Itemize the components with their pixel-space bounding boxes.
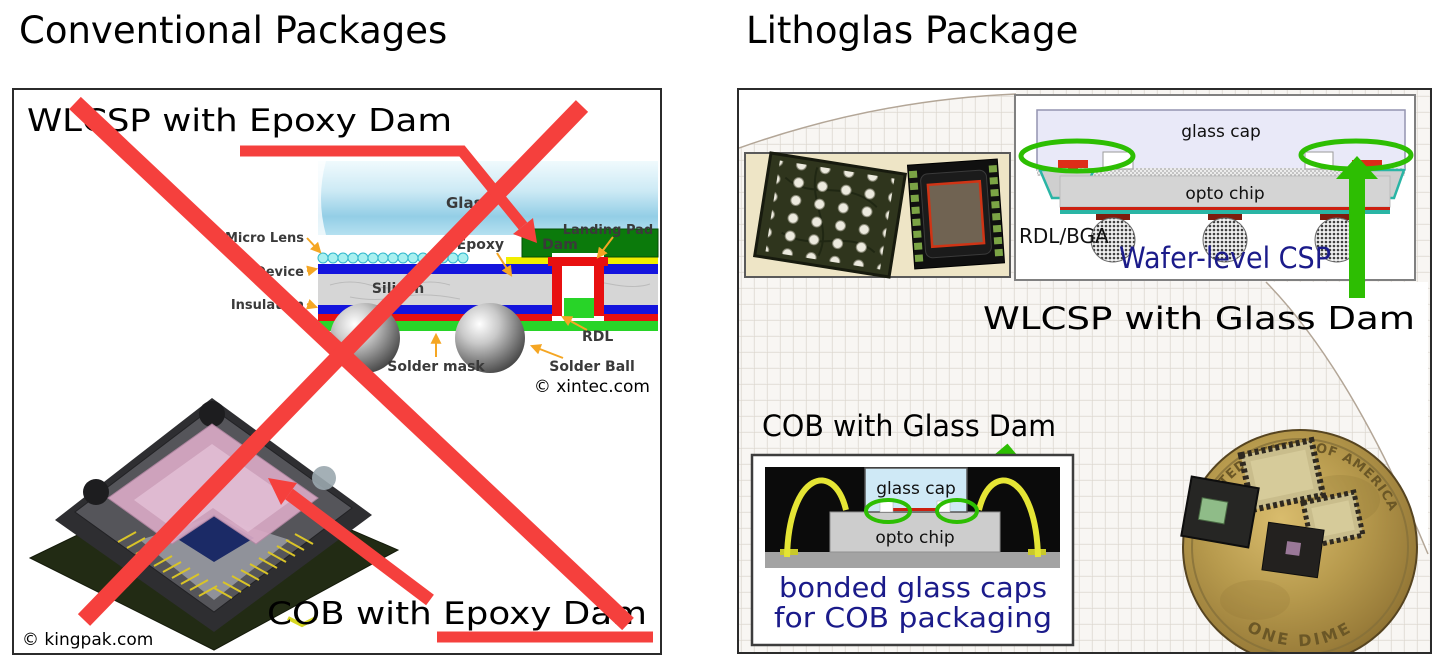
cob-glass-heading: COB with Glass Dam — [762, 409, 1056, 443]
rdl-label: RDL — [582, 329, 613, 345]
cob-epoxy-heading: COB with Epoxy Dam — [267, 596, 647, 632]
cob-arrow-shaft — [285, 488, 434, 606]
wlcsp-glass-heading: WLCSP with Glass Dam — [983, 301, 1415, 337]
chip-on-coin-green-window — [1180, 475, 1260, 549]
opto-chip-layer — [1059, 175, 1391, 208]
glass-cap-label: glass cap — [1181, 122, 1261, 142]
bond-layer — [1037, 168, 1405, 176]
sensor-side-chip-photo — [906, 158, 1006, 270]
lithoglas-figure: glass cap opto chip RDL/BGA Wafer-level … — [739, 90, 1430, 652]
rdl-line — [1060, 207, 1390, 210]
rdl-leader — [561, 315, 588, 331]
solder-ball — [455, 303, 525, 373]
chip-on-coin-purple-window — [1261, 521, 1325, 579]
substrate-bar — [765, 552, 1060, 568]
highlight-ellipse — [864, 498, 912, 524]
corner-hole — [83, 479, 109, 505]
bond-wire — [784, 477, 849, 558]
device-layer — [318, 264, 658, 274]
opto-chip-label: opto chip — [1185, 184, 1264, 204]
cob-caption-line1: bonded glass caps — [779, 571, 1047, 604]
epoxy-leader — [496, 252, 513, 277]
ball-pad — [1096, 214, 1130, 220]
insulation-layer-left — [318, 305, 552, 314]
insulation-layer-right — [604, 305, 658, 314]
wafer-edge-topleft — [739, 90, 1016, 148]
dam-pad — [1058, 160, 1088, 168]
cross-stroke — [69, 96, 634, 631]
glass-left-edge — [313, 161, 326, 235]
ball-pad — [1208, 214, 1242, 220]
coin-shading — [1220, 580, 1290, 620]
passivation-line — [1060, 210, 1390, 214]
pcb-mark — [287, 616, 317, 628]
wafer-edge-line — [739, 93, 1017, 149]
cob-glass-dam-diagram: glass cap opto chip bonded glass caps fo… — [750, 453, 1075, 647]
rdl-via — [548, 253, 608, 318]
chip-photos — [744, 151, 1011, 279]
dam-label: Dam — [542, 237, 578, 253]
bond-wire — [976, 477, 1041, 558]
opto-chip-label: opto chip — [875, 528, 954, 548]
bga-ball — [1202, 217, 1248, 263]
rdl-layer-left — [318, 314, 552, 321]
solder-mask-label: Solder mask — [387, 359, 485, 375]
wafer-level-csp-caption: Wafer-level CSP — [1119, 241, 1331, 275]
chip-on-coin-topside — [1237, 436, 1327, 514]
wafer-edge-right — [1266, 282, 1428, 554]
highlight-ellipse — [1018, 138, 1136, 174]
micro-lens-label: Micro Lens — [225, 231, 304, 246]
insulation-leader — [305, 298, 319, 310]
coin-rim — [1191, 438, 1409, 652]
cavity-notch — [879, 500, 894, 513]
solder-ball-leader — [529, 344, 564, 359]
bga-ball — [1090, 217, 1136, 263]
wlcsp-cross-section-diagram: Glass Micro Lens Device Insulation Silic… — [225, 161, 659, 397]
silicon-layer — [318, 274, 658, 305]
dime-coin-photo: UNITED STATES OF AMERICA ONE DIME — [1180, 429, 1418, 652]
rdl-layer-right — [604, 314, 658, 321]
conventional-packages-figure: Glass Micro Lens Device Insulation Silic… — [22, 96, 659, 651]
lithoglas-panel: glass cap opto chip RDL/BGA Wafer-level … — [737, 88, 1432, 654]
conventional-packages-panel: Glass Micro Lens Device Insulation Silic… — [12, 88, 662, 655]
arrowhead — [268, 478, 297, 505]
red-cross-overlay — [69, 96, 653, 643]
corner-standoff — [312, 466, 336, 490]
left-panel-title: Conventional Packages — [19, 9, 448, 52]
landing-pad-leader — [596, 236, 614, 259]
xintec-credit: © xintec.com — [534, 377, 650, 397]
wlcsp-glass-dam-diagram: glass cap opto chip RDL/BGA Wafer-level … — [1014, 94, 1416, 281]
bga-side-chip-photo — [752, 151, 908, 279]
highlight-ellipse — [935, 498, 979, 524]
kingpak-credit: © kingpak.com — [22, 630, 153, 650]
micro-lens-leader — [306, 237, 322, 254]
rdl-bga-label: RDL/BGA — [1019, 224, 1109, 248]
ball-pad — [1320, 214, 1354, 220]
corner-hole — [199, 401, 225, 427]
cob-caption-line2: for COB packaging — [774, 601, 1052, 634]
device-leader — [306, 265, 319, 277]
dam-block — [521, 228, 659, 258]
epoxy-label: Epoxy — [457, 237, 504, 253]
glass-cap-label: glass cap — [876, 479, 956, 499]
green-up-arrow — [1336, 156, 1378, 298]
dam-pad — [1352, 160, 1382, 168]
arrowhead — [513, 218, 537, 243]
landing-pad-label: Landing Pad — [563, 223, 653, 238]
epoxy-dam-underline-arrow — [240, 145, 528, 230]
solder-ball-label: Solder Ball — [549, 359, 635, 375]
right-panel-title: Lithoglas Package — [746, 9, 1079, 52]
bond-line — [884, 508, 946, 511]
